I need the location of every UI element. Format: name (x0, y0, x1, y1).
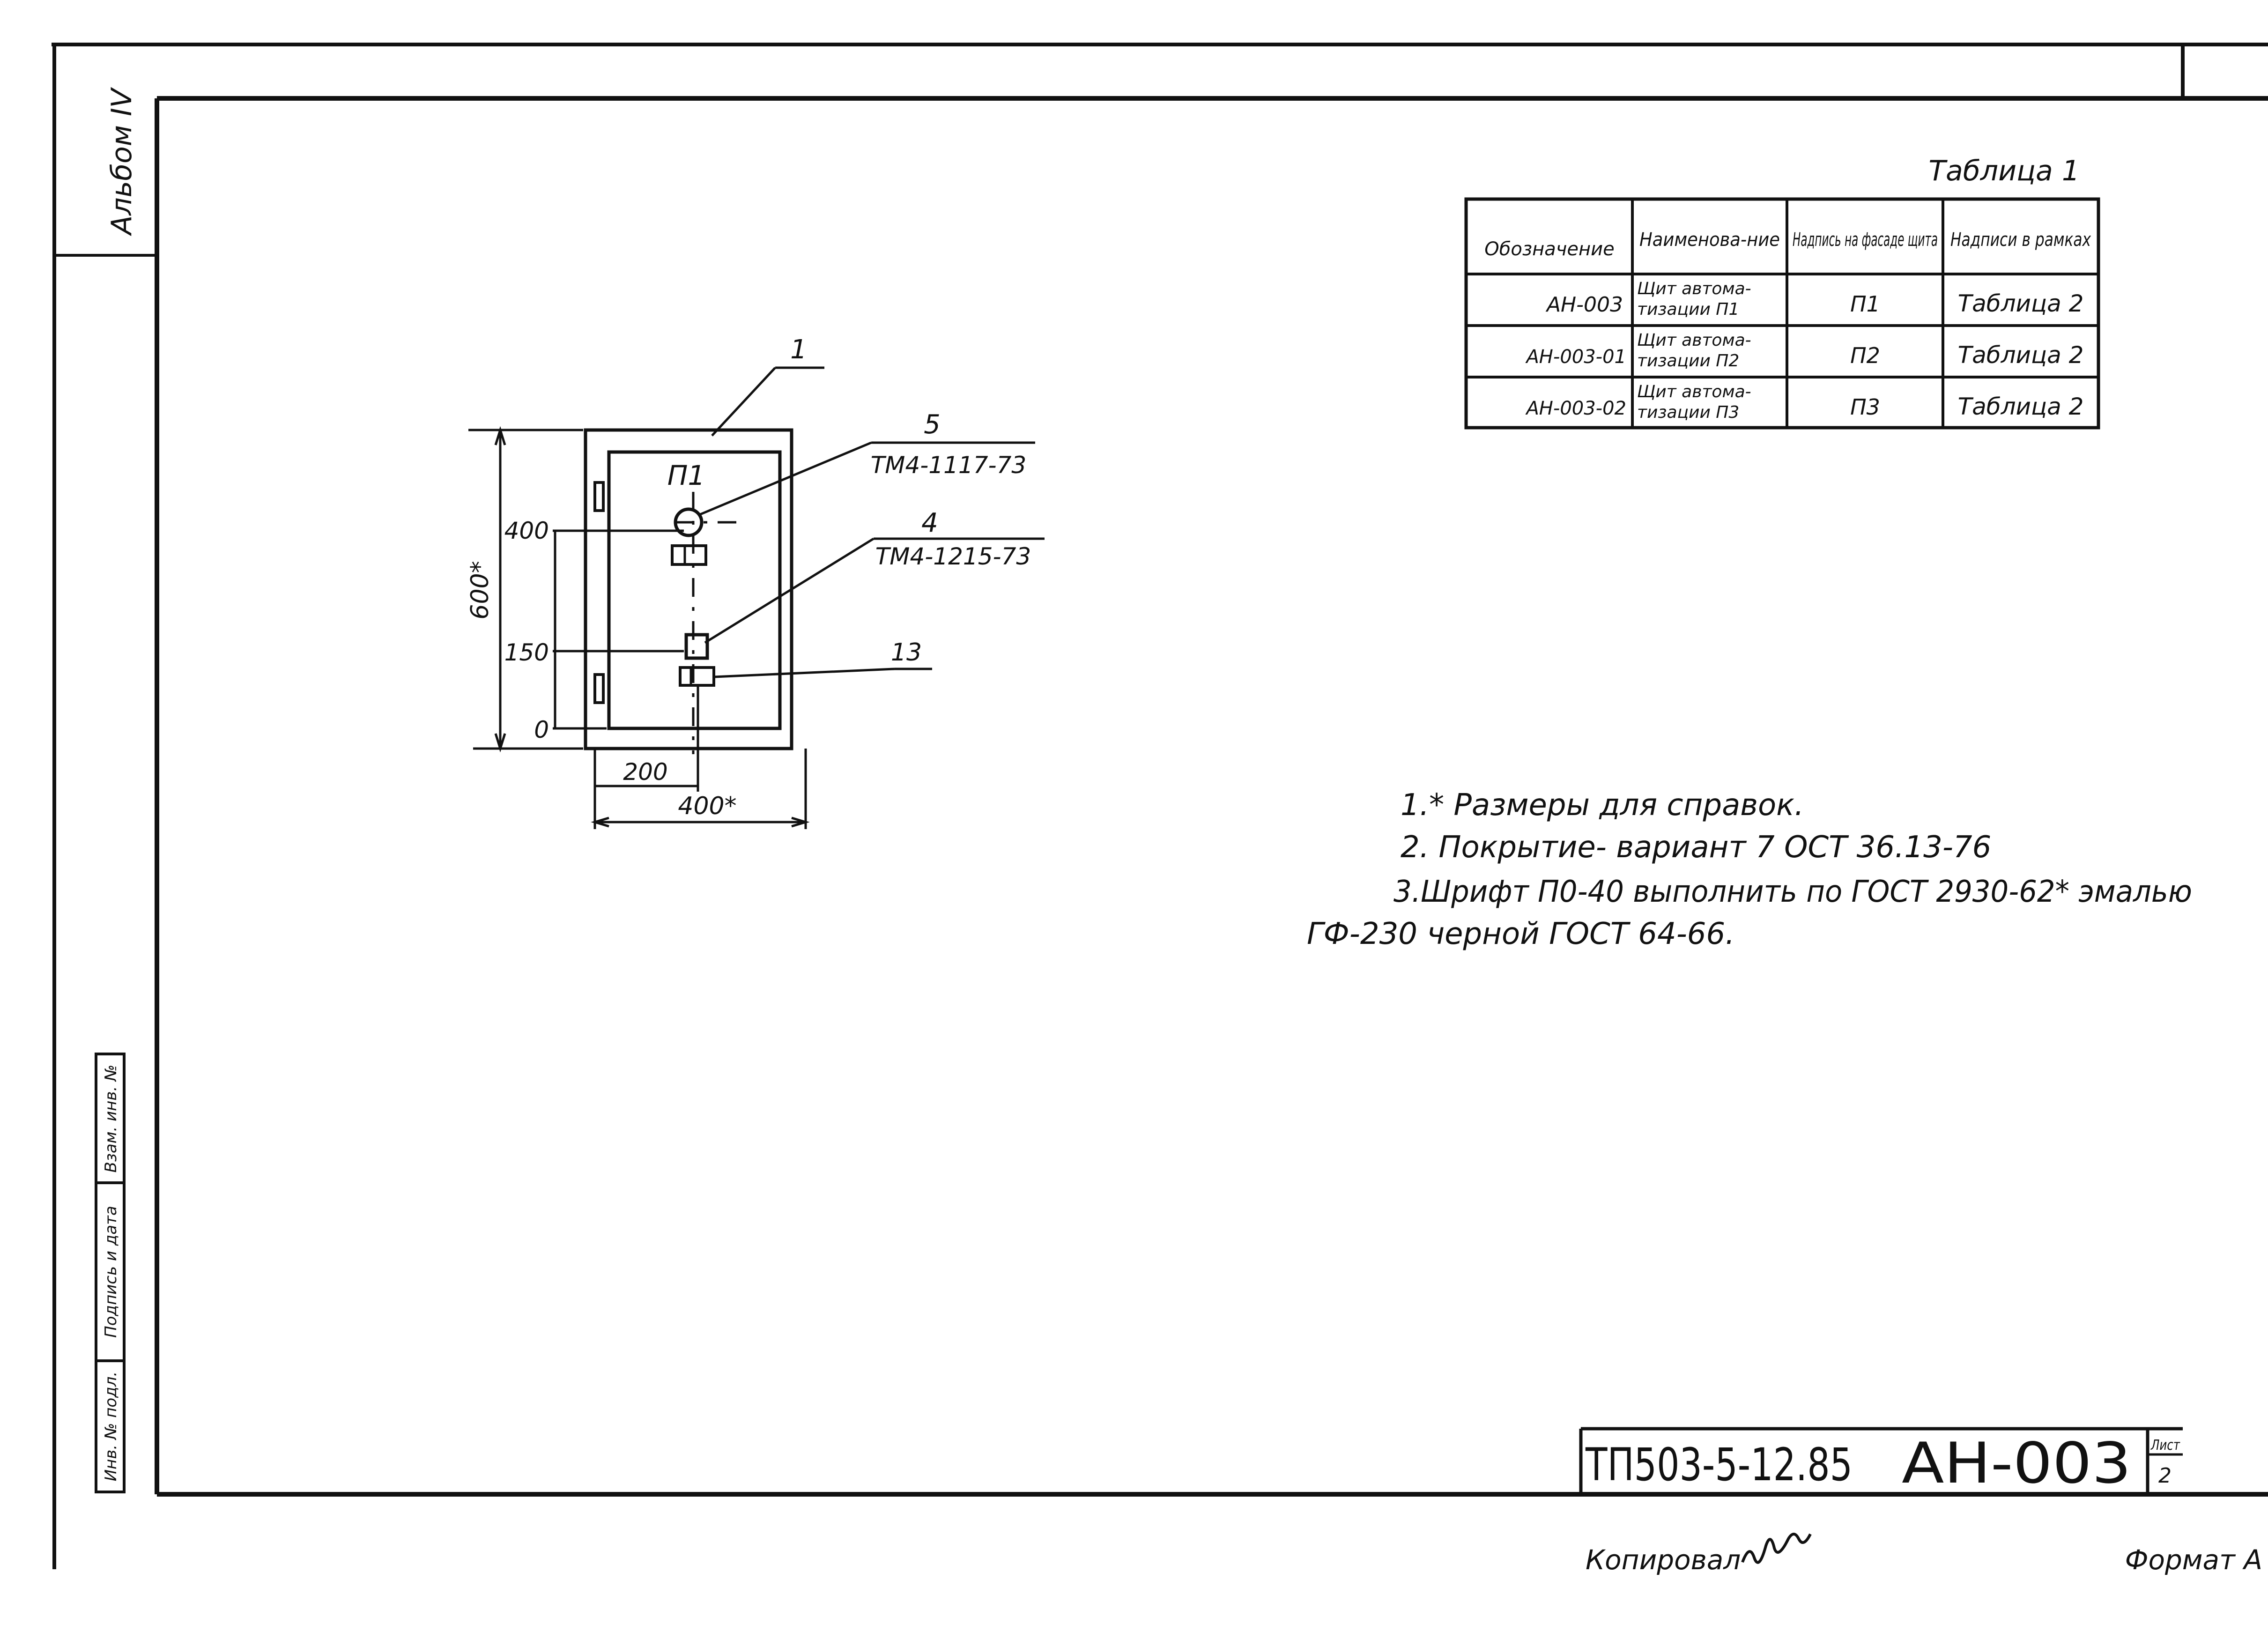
panel-label: П1 (667, 460, 705, 491)
note-3-cont: ГФ-230 черной ГОСТ 64-66. (1307, 917, 1735, 951)
hinge-top (593, 481, 605, 512)
format-label: Формат А (2125, 1544, 2262, 1576)
table-1: Таблица 1 Обозначение Наименова-ние Надп… (1464, 155, 2100, 430)
dim-height: 600* (466, 561, 494, 619)
lamp-label-frame (671, 544, 707, 566)
label-frame-13 (679, 666, 715, 687)
callout-5: 5 (924, 409, 941, 440)
table-caption: Таблица 1 (1928, 155, 2080, 187)
cell-facade: П2 (1850, 343, 1880, 368)
cell-designation: АН-003 (1545, 293, 1623, 317)
side-strip: Альбом IV Инв. № подл. Подпись и дата Вз… (54, 87, 157, 1493)
dim-200: 200 (623, 758, 667, 786)
callout-5-ref: ТМ4-1117-73 (871, 452, 1026, 479)
doc-code: АН-003 (1902, 1431, 2131, 1496)
table-row: АН-003-02 Щит автома- тизации П3 П3 Табл… (1525, 382, 2083, 422)
note-2: 2. Покрытие- вариант 7 ОСТ 36.13-76 (1401, 830, 1991, 865)
cell-name-line2: тизации П1 (1637, 300, 1739, 319)
callout-13: 13 (891, 638, 922, 667)
cell-frames: Таблица 2 (1958, 393, 2084, 420)
copied-label: Копировал (1586, 1544, 1741, 1576)
header-facade: Надпись на фасаде щита (1793, 229, 1938, 251)
cell-name-line1: Щит автома- (1637, 382, 1751, 401)
sheet-label: Лист (2150, 1437, 2180, 1454)
album-label: Альбом IV (105, 87, 138, 236)
stamp-cells: Инв. № подл. Подпись и дата Взам. инв. № (95, 1053, 126, 1493)
dim-width: 400* (678, 792, 736, 820)
hinge-bottom (593, 673, 605, 704)
cell-frames: Таблица 2 (1958, 290, 2084, 317)
panel-drawing: П1 600* 400 150 0 20 (466, 334, 1045, 829)
callout-4: 4 (921, 508, 938, 538)
table-row: АН-003-01 Щит автома- тизации П2 П2 Табл… (1525, 331, 2083, 371)
header-frames: Надписи в рамках (1950, 229, 2091, 251)
project-code: ТП503-5-12.85 (1585, 1439, 1853, 1491)
sheet-number: 2 (2158, 1464, 2172, 1488)
panel-door (607, 450, 782, 730)
note-1: 1.* Размеры для справок. (1401, 788, 1804, 823)
footer: Копировал Формат А (1586, 1533, 2262, 1576)
callout-1: 1 (790, 334, 807, 365)
title-block: ТП503-5-12.85 АН-003 Лист 2 (1579, 1427, 2183, 1496)
callout-4-ref: ТМ4-1215-73 (875, 543, 1031, 570)
stamp-cell-replace-inv: Взам. инв. № (102, 1065, 120, 1173)
cell-designation: АН-003-01 (1525, 346, 1626, 368)
cell-name-line2: тизации П2 (1637, 351, 1739, 371)
table-header-row: Обозначение Наименова-ние Надпись на фас… (1484, 229, 2091, 260)
cell-frames: Таблица 2 (1958, 341, 2084, 369)
stamp-cell-inv-orig: Инв. № подл. (102, 1372, 120, 1482)
cell-facade: П1 (1850, 291, 1880, 317)
copied-signature (1741, 1533, 1812, 1564)
header-name: Наименова-ние (1639, 229, 1780, 251)
cell-designation: АН-003-02 (1525, 398, 1626, 419)
level-150: 150 (504, 639, 549, 666)
header-designation: Обозначение (1484, 238, 1615, 260)
sheet-frame (52, 43, 2268, 1569)
table-row: АН-003 Щит автома- тизации П1 П1 Таблица… (1545, 279, 2083, 319)
switch (684, 633, 709, 660)
cell-facade: П3 (1850, 394, 1880, 420)
notes: 1.* Размеры для справок. 2. Покрытие- ва… (1307, 788, 2192, 951)
signal-lamp (674, 507, 704, 537)
level-400: 400 (504, 517, 549, 544)
cell-name-line1: Щит автома- (1637, 331, 1751, 350)
note-3: 3.Шрифт П0-40 выполнить по ГОСТ 2930-62*… (1393, 875, 2192, 909)
cell-name-line1: Щит автома- (1637, 279, 1751, 298)
stamp-cell-signature-date: Подпись и дата (102, 1206, 120, 1338)
level-0: 0 (534, 716, 549, 743)
cell-name-line2: тизации П3 (1637, 403, 1739, 422)
